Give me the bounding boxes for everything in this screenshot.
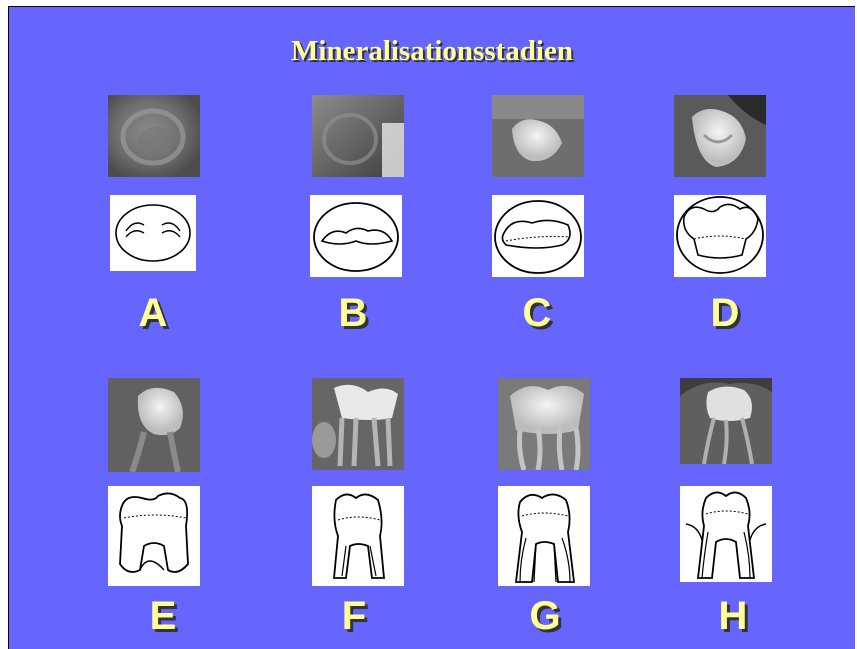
sketch-stage-a (110, 195, 196, 271)
xray-image-d (674, 95, 766, 177)
stage-label-f: F (314, 594, 394, 639)
xray-image-g (498, 378, 590, 470)
xray-image-c (492, 95, 584, 177)
stage-label-d: D (685, 291, 765, 336)
stage-label-g: G (505, 594, 585, 639)
sketch-stage-d (674, 195, 766, 277)
slide-title: Mineralisationsstadien (9, 35, 855, 68)
xray-image-e (108, 378, 200, 472)
xray-image-b (312, 95, 404, 177)
stage-label-a: A (113, 291, 193, 336)
stage-label-h: H (693, 594, 773, 639)
sketch-stage-b (310, 195, 402, 277)
stage-label-e: E (123, 594, 203, 639)
sketch-stage-f (312, 486, 404, 586)
sketch-stage-h (680, 486, 772, 582)
stage-label-c: C (497, 291, 577, 336)
xray-image-f (312, 378, 404, 470)
stage-label-b: B (313, 291, 393, 336)
sketch-stage-g (498, 486, 590, 586)
slide: Mineralisationsstadien (8, 6, 855, 649)
xray-image-a (108, 95, 200, 177)
xray-image-h (680, 378, 772, 464)
sketch-stage-c (492, 195, 584, 277)
sketch-stage-e (108, 486, 200, 586)
